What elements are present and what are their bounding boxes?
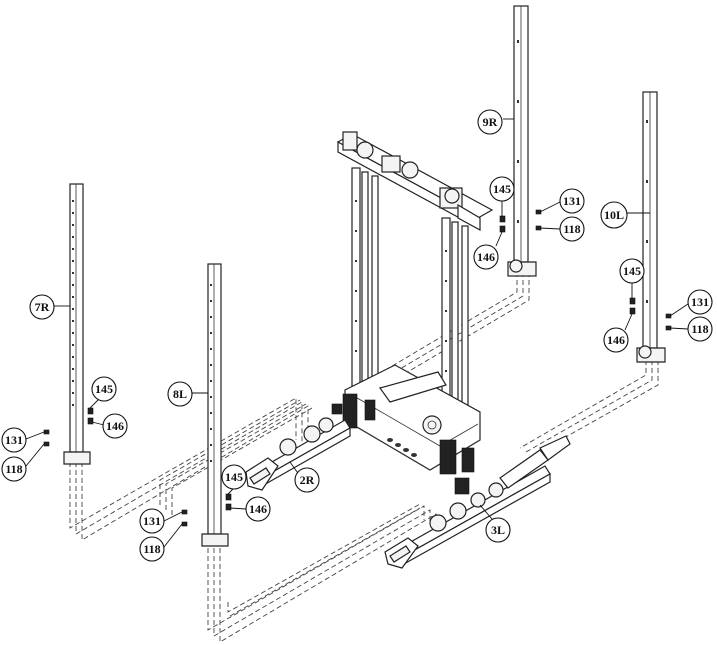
callout-146-8l: 146 [245,496,271,522]
callout-label-145-10l: 145 [623,264,641,278]
callout-label-2r: 2R [300,473,315,487]
callout-146-10l: 146 [603,327,629,353]
callout-2r: 2R [294,467,320,493]
callout-146-9r: 146 [473,244,499,270]
base-3l-foot [384,435,571,569]
callout-145-9r: 145 [489,176,515,202]
callout-9r: 9R [477,109,503,135]
callout-label-9r: 9R [483,115,498,129]
callout-label-118-9r: 118 [563,222,580,236]
post-10l [636,91,666,363]
callout-118-9r: 118 [559,216,585,242]
callout-118-7r: 118 [1,456,27,482]
callout-label-146-9r: 146 [477,250,495,264]
callout-label-146-7r: 146 [106,419,124,433]
callout-label-145-9r: 145 [493,182,511,196]
callout-label-7r: 7R [35,300,50,314]
callout-145-7r: 145 [91,376,117,402]
callout-146-7r: 146 [102,413,128,439]
callout-label-8l: 8L [173,387,187,401]
callout-label-146-10l: 146 [607,333,625,347]
base-2r-foot [245,403,351,491]
callout-label-145-7r: 145 [95,382,113,396]
post-7r [63,183,91,465]
callout-145-10l: 145 [619,258,645,284]
callout-label-10l: 10L [604,208,624,222]
center-frame [336,131,494,495]
callout-3l: 3L [485,517,511,543]
callout-label-131-10l: 131 [691,295,709,309]
callout-131-8l: 131 [139,508,165,534]
callout-label-3l: 3L [491,523,505,537]
callout-7r: 7R [29,294,55,320]
callout-label-131-9r: 131 [563,194,581,208]
post-8l [201,263,229,547]
callout-label-118-10l: 118 [691,322,708,336]
callout-145-8l: 145 [221,464,247,490]
callout-118-8l: 118 [139,536,165,562]
callout-label-118-8l: 118 [143,542,160,556]
callout-10l: 10L [600,201,628,229]
post-9r [507,5,537,277]
assembly-guide-lines [69,272,659,643]
callout-131-7r: 131 [1,427,27,453]
callout-label-131-7r: 131 [5,433,23,447]
callout-131-10l: 131 [687,289,713,315]
callout-131-9r: 131 [559,188,585,214]
callout-label-145-8l: 145 [225,470,243,484]
callout-118-10l: 118 [687,316,713,342]
callout-label-131-8l: 131 [143,514,161,528]
hardware [43,209,672,527]
callout-8l: 8L [167,381,193,407]
callout-label-118-7r: 118 [5,462,22,476]
callout-label-146-8l: 146 [249,502,267,516]
